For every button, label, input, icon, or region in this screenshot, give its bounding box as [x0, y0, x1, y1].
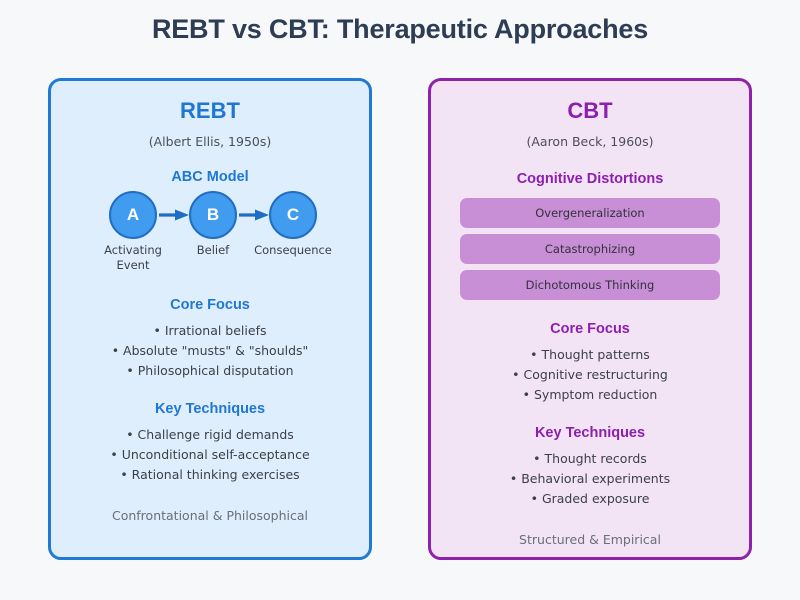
abc-model-diagram: A B C Activating Event Belief Consequenc…	[51, 191, 375, 279]
abc-node-b: B	[189, 191, 237, 239]
distortion-pill: Overgeneralization	[460, 198, 720, 228]
list-item: • Cognitive restructuring	[512, 367, 668, 382]
list-item: • Graded exposure	[530, 491, 650, 506]
abc-node-b-letter: B	[206, 205, 220, 224]
cbt-key-techniques-list: • Thought records • Behavioral experimen…	[431, 449, 749, 509]
list-item: • Unconditional self-acceptance	[110, 447, 310, 462]
list-item: • Challenge rigid demands	[126, 427, 294, 442]
abc-label-a: Activating Event	[85, 243, 181, 273]
abc-node-a: A	[109, 191, 157, 239]
distortion-pill: Catastrophizing	[460, 234, 720, 264]
abc-node-c: C	[269, 191, 317, 239]
list-item: • Thought records	[533, 451, 647, 466]
abc-label-b: Belief	[196, 243, 230, 257]
panel-cbt-subtitle: (Aaron Beck, 1960s)	[526, 134, 654, 149]
cognitive-distortions-heading: Cognitive Distortions	[516, 171, 664, 187]
cbt-footer-note: Structured & Empirical	[519, 532, 661, 547]
arrow-right-icon	[159, 209, 189, 221]
list-item: • Symptom reduction	[522, 387, 658, 402]
rebt-footer-note: Confrontational & Philosophical	[111, 508, 308, 523]
rebt-core-focus-heading: Core Focus	[170, 297, 250, 313]
abc-model-heading: ABC Model	[171, 169, 249, 185]
abc-label-a-line2: Event	[116, 258, 150, 272]
page-title: REBT vs CBT: Therapeutic Approaches	[151, 14, 649, 44]
abc-label-c: Consequence	[254, 243, 332, 257]
panel-cbt-title: CBT	[567, 98, 613, 123]
panel-cbt: CBT (Aaron Beck, 1960s) Cognitive Distor…	[428, 78, 752, 560]
list-item: • Thought patterns	[530, 347, 650, 362]
cbt-core-focus-heading: Core Focus	[550, 321, 630, 337]
arrow-right-icon	[239, 209, 269, 221]
list-item: • Absolute "musts" & "shoulds"	[111, 343, 309, 358]
rebt-core-focus-list: • Irrational beliefs • Absolute "musts" …	[51, 321, 369, 381]
rebt-key-techniques-list: • Challenge rigid demands • Unconditiona…	[51, 425, 369, 485]
cbt-core-focus-list: • Thought patterns • Cognitive restructu…	[431, 345, 749, 405]
rebt-key-techniques-heading: Key Techniques	[154, 401, 266, 417]
list-item: • Philosophical disputation	[126, 363, 294, 378]
list-item: • Rational thinking exercises	[120, 467, 300, 482]
abc-label-a-line1: Activating	[104, 243, 162, 257]
cbt-key-techniques-heading: Key Techniques	[534, 425, 646, 441]
panel-rebt-subtitle: (Albert Ellis, 1950s)	[148, 134, 272, 149]
list-item: • Irrational beliefs	[153, 323, 267, 338]
distortion-pill: Dichotomous Thinking	[460, 270, 720, 300]
panel-rebt: REBT (Albert Ellis, 1950s) ABC Model A B…	[48, 78, 372, 560]
list-item: • Behavioral experiments	[509, 471, 671, 486]
panel-rebt-title: REBT	[180, 98, 240, 123]
abc-node-a-letter: A	[126, 205, 140, 224]
cognitive-distortions-list: Overgeneralization Catastrophizing Dicho…	[431, 198, 749, 300]
abc-node-c-letter: C	[286, 205, 300, 224]
